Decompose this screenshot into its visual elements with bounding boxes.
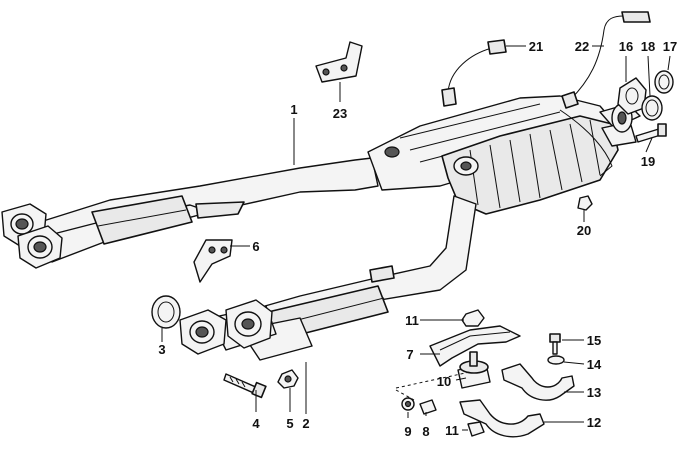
catalyst-nut: [577, 195, 593, 211]
oxygen-sensor-front: [441, 39, 507, 107]
callout-4: 4: [252, 416, 260, 431]
callout-17: 17: [663, 39, 677, 54]
mount-nut-top: [461, 309, 485, 327]
clamp-washer: [547, 355, 565, 365]
callout-3: 3: [158, 342, 165, 357]
rubber-mount: [457, 351, 491, 389]
callout-12: 12: [587, 415, 601, 430]
callout-13: 13: [587, 385, 601, 400]
callout-1: 1: [290, 102, 297, 117]
callout-5: 5: [286, 416, 293, 431]
rubber-mount-bracket: [429, 325, 521, 367]
catalytic-converter-assembly: [367, 95, 641, 215]
callout-23: 23: [333, 106, 347, 121]
callout-14: 14: [587, 357, 602, 372]
front-flange-lower-right: [225, 299, 273, 349]
callout-9: 9: [404, 424, 411, 439]
oxygen-sensor-rear: [559, 11, 651, 177]
front-pipe-upper: [1, 157, 379, 269]
callout-11-top: 11: [405, 313, 419, 328]
sealing-ring-large: [641, 95, 663, 121]
bolt: [223, 373, 267, 399]
callout-16: 16: [619, 39, 633, 54]
clamp-nut: [467, 421, 485, 437]
leader-lines: [161, 45, 671, 431]
sealing-ring-small: [654, 70, 674, 94]
clamp-bolt: [549, 333, 561, 355]
callout-6: 6: [252, 239, 259, 254]
callout-11-bottom: 11: [445, 423, 459, 438]
callout-2: 2: [302, 416, 309, 431]
hanger-bracket: [315, 41, 363, 83]
callouts: 1 2 3 4 5 6 7 8 9 10 11 11 12 13 14 15 1…: [158, 39, 677, 439]
callout-21: 21: [529, 39, 543, 54]
gasket-ring: [151, 295, 181, 329]
callout-20: 20: [577, 223, 591, 238]
callout-15: 15: [587, 333, 601, 348]
callout-22: 22: [575, 39, 589, 54]
clamp-upper: [501, 363, 575, 401]
flange-bolt: [635, 123, 667, 143]
callout-7: 7: [406, 347, 413, 362]
callout-10: 10: [437, 374, 451, 389]
nut: [277, 369, 299, 389]
callout-18: 18: [641, 39, 655, 54]
bracket: [193, 239, 233, 283]
clamp-lower: [459, 399, 545, 438]
front-pipe-lower: [179, 195, 477, 361]
front-flange-upper-right: [17, 225, 63, 269]
small-bolt: [419, 399, 437, 415]
front-flange-lower-left: [179, 309, 227, 355]
callout-8: 8: [422, 424, 429, 439]
callout-19: 19: [641, 154, 655, 169]
small-washer: [401, 397, 415, 411]
